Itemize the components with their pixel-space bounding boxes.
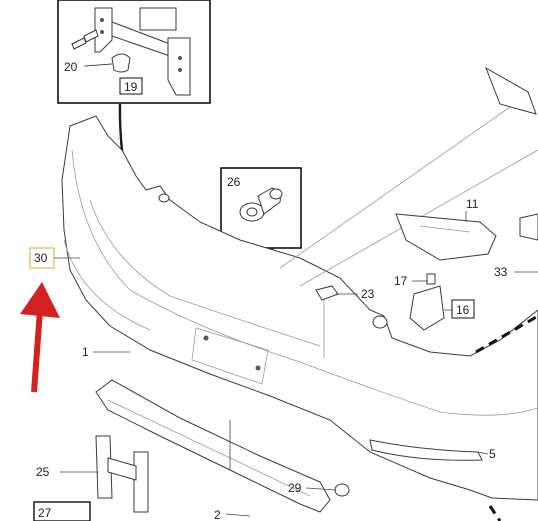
callout-19: 19 <box>124 80 138 94</box>
callout-16: 16 <box>456 303 470 317</box>
callout-2: 2 <box>214 508 221 521</box>
detail-inset-part-26 <box>220 167 302 249</box>
callout-5: 5 <box>489 447 496 461</box>
callout-23: 23 <box>361 287 375 301</box>
red-direction-arrow <box>20 282 60 393</box>
callout-25: 25 <box>36 465 50 479</box>
callout-29: 29 <box>288 481 302 495</box>
callout-1: 1 <box>82 345 89 359</box>
callout-26: 26 <box>227 175 241 189</box>
bracket-25 <box>95 435 149 513</box>
upper-beam <box>279 66 538 287</box>
callout-11: 11 <box>466 197 479 211</box>
callout-33: 33 <box>494 265 508 279</box>
callout-20: 20 <box>64 60 78 74</box>
lower-diffuser <box>95 379 331 513</box>
bumper-cover <box>61 115 538 501</box>
callout-30: 30 <box>34 251 48 265</box>
detail-inset-top-left <box>57 0 211 104</box>
side-bracket <box>409 273 445 331</box>
callout-17: 17 <box>394 274 408 288</box>
callout-27: 27 <box>38 506 52 520</box>
